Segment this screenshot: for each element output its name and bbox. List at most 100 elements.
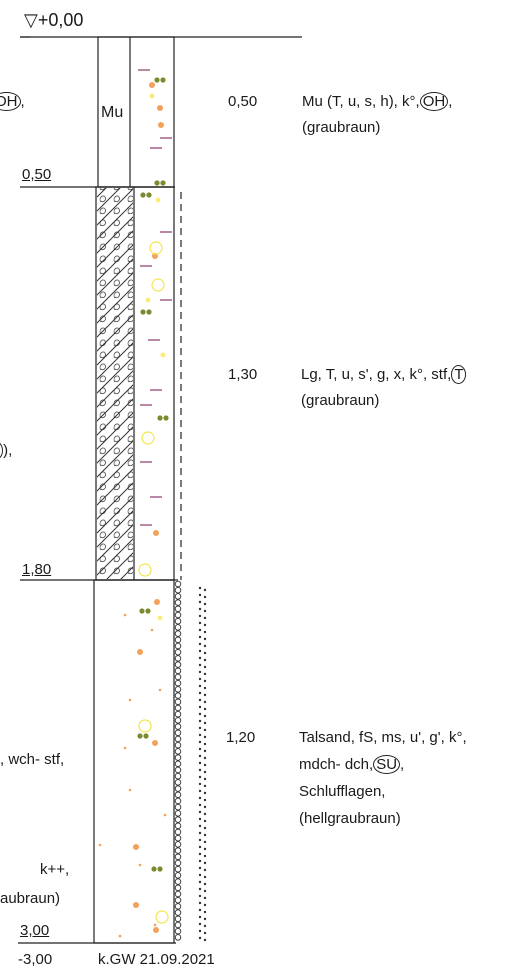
dense-dot-mark xyxy=(198,670,202,674)
dense-dot-mark xyxy=(198,894,202,898)
green-organic-mark xyxy=(139,608,145,614)
dense-dot-mark xyxy=(203,630,207,634)
orange-speck xyxy=(163,813,167,817)
orange-speck xyxy=(150,628,154,632)
dense-circle-mark xyxy=(174,927,182,935)
dense-marker-dots xyxy=(198,586,207,942)
dense-dot-mark xyxy=(203,847,207,851)
dense-dot-mark xyxy=(198,698,202,702)
dense-circle-mark xyxy=(174,878,182,885)
dense-dot-mark xyxy=(198,782,202,786)
dense-dot-mark xyxy=(198,754,202,758)
dense-circle-mark xyxy=(174,729,182,737)
dense-circle-mark xyxy=(174,593,182,600)
dense-circle-mark xyxy=(174,748,182,755)
orange-gravel-dot xyxy=(158,122,164,128)
dense-circle-mark xyxy=(174,810,182,817)
dense-dot-mark xyxy=(203,588,207,592)
green-organic-mark xyxy=(163,415,169,421)
dense-circle-mark xyxy=(174,841,182,848)
soil-code-label: Mu xyxy=(101,104,124,121)
dense-dot-mark xyxy=(203,651,207,655)
dense-dot-mark xyxy=(198,712,202,716)
circled-su: SU xyxy=(373,755,401,774)
dense-circle-mark xyxy=(174,847,182,854)
dense-dot-mark xyxy=(198,929,202,933)
dense-circle-mark xyxy=(174,766,182,774)
dense-circle-mark xyxy=(174,828,182,836)
dense-dot-mark xyxy=(198,621,202,625)
dense-circle-mark xyxy=(174,890,182,898)
dense-dot-mark xyxy=(198,796,202,800)
green-organic-mark xyxy=(157,866,163,872)
dense-dot-mark xyxy=(203,644,207,648)
dense-dot-mark xyxy=(198,656,202,660)
dense-dot-mark xyxy=(198,768,202,772)
dense-dot-mark xyxy=(198,887,202,891)
dense-circle-mark xyxy=(174,785,182,792)
green-organic-mark xyxy=(137,733,143,739)
dense-dot-mark xyxy=(198,607,202,611)
dense-circle-mark xyxy=(174,611,182,619)
dense-dot-mark xyxy=(198,810,202,814)
orange-speck xyxy=(123,613,127,617)
yellow-stone-ring xyxy=(141,431,155,445)
dense-dot-mark xyxy=(198,852,202,856)
dense-dot-mark xyxy=(203,826,207,830)
orange-speck xyxy=(153,923,157,927)
dense-dot-mark xyxy=(198,936,202,940)
yellow-grain xyxy=(155,197,161,203)
dense-circle-mark xyxy=(174,791,182,799)
green-organic-mark xyxy=(146,192,152,198)
green-organic-mark xyxy=(160,77,166,83)
dense-dot-mark xyxy=(198,614,202,618)
green-organic-mark xyxy=(154,180,160,186)
dense-dot-mark xyxy=(198,789,202,793)
dense-dot-mark xyxy=(203,714,207,718)
dense-dot-mark xyxy=(203,658,207,662)
dense-dot-mark xyxy=(198,866,202,870)
desc-layer-2-line-2: (graubraun) xyxy=(301,392,380,409)
dense-dot-mark xyxy=(198,677,202,681)
dense-dot-mark xyxy=(198,691,202,695)
dense-dot-mark xyxy=(203,763,207,767)
dense-dot-mark xyxy=(203,623,207,627)
green-organic-mark xyxy=(157,415,163,421)
dense-circle-mark xyxy=(174,896,182,904)
dense-circle-mark xyxy=(174,884,182,892)
orange-speck xyxy=(128,788,132,792)
dense-dot-mark xyxy=(203,609,207,613)
dense-dot-mark xyxy=(203,889,207,893)
dense-circle-mark xyxy=(174,865,182,873)
dense-dot-mark xyxy=(203,784,207,788)
orange-gravel-dot xyxy=(137,649,143,655)
left-fragment-1: OH, xyxy=(0,92,25,112)
dense-circle-mark xyxy=(174,822,182,830)
dense-circle-mark xyxy=(174,630,182,637)
circled-oh: OH xyxy=(419,92,449,111)
yellow-stone-ring xyxy=(155,910,169,924)
dense-circle-mark xyxy=(174,872,182,879)
thickness-layer-1: 0,50 xyxy=(228,93,258,110)
depth-label-180: 1,80 xyxy=(22,561,52,578)
desc-layer-3-line-2: mdch- dch,SU, xyxy=(299,755,405,774)
dense-dot-mark xyxy=(198,740,202,744)
dense-dot-mark xyxy=(203,938,207,942)
dense-dot-mark xyxy=(198,845,202,849)
desc-layer-1-line-2: (graubraun) xyxy=(302,119,381,136)
dense-dot-mark xyxy=(198,600,202,604)
dense-circle-mark xyxy=(174,692,182,699)
left-fragment-3: , wch- stf, xyxy=(0,751,65,768)
thickness-layer-3: 1,20 xyxy=(226,729,256,746)
dense-dot-mark xyxy=(198,873,202,877)
orange-gravel-dot xyxy=(154,599,160,605)
dense-circle-mark xyxy=(174,834,182,842)
dense-dot-mark xyxy=(198,593,202,597)
dense-dot-mark xyxy=(203,805,207,809)
depth-label-050: 0,50 xyxy=(22,166,52,183)
dense-dot-mark xyxy=(203,924,207,928)
green-organic-mark xyxy=(143,733,149,739)
thickness-layer-2: 1,30 xyxy=(228,366,258,383)
dense-dot-mark xyxy=(203,791,207,795)
soil-symbols xyxy=(98,69,172,938)
